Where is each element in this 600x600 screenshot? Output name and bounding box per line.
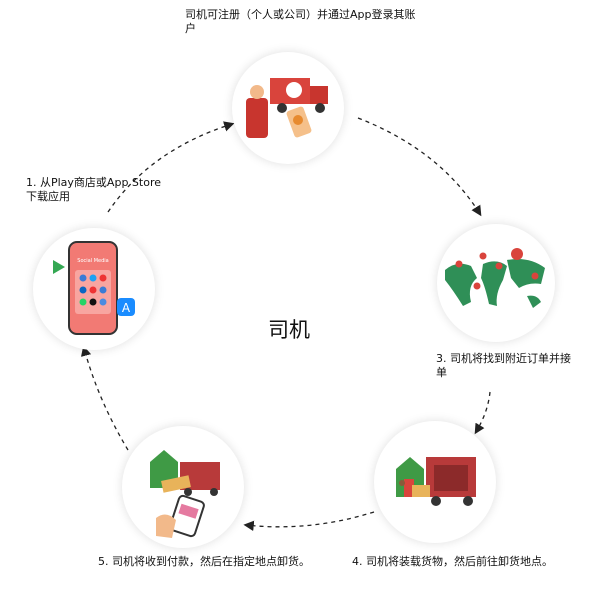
map-illustration [437, 224, 555, 342]
truck-driver-icon [246, 78, 328, 138]
step-get-paid-label: 5. 司机将收到付款，然后在指定地点卸货。 [98, 555, 310, 568]
svg-text:A: A [122, 301, 131, 315]
download-illustration: Social Media A [33, 228, 155, 350]
step-register-label: 司机可注册（个人或公司）并通过App登录其账户 [185, 8, 416, 35]
arrow-map-to-load [474, 391, 491, 435]
phone-screen-title: Social Media [77, 258, 108, 264]
loading-truck-icon [396, 457, 476, 506]
step-load-goods-label: 4. 司机将装载货物，然后前往卸货地点。 [352, 555, 553, 568]
center-title: 司机 [268, 318, 310, 342]
app-store-icon [117, 298, 135, 316]
world-map-pins-icon [445, 248, 545, 308]
step-download-label: 1. 从Play商店或App Store 下载应用 [26, 176, 161, 203]
step-find-orders-label: 3. 司机将找到附近订单并接单 [436, 352, 571, 379]
arrow-load-to-pay [243, 511, 375, 532]
phone-apps-icon: Social Media A [53, 241, 135, 335]
play-store-icon [53, 260, 65, 274]
arrow-register-to-map [357, 117, 482, 217]
payment-phone-icon [150, 450, 220, 538]
load-goods-illustration [374, 421, 496, 543]
register-illustration [232, 52, 344, 164]
arrow-pay-to-download [81, 345, 129, 451]
arrow-download-to-register [107, 121, 235, 213]
payment-illustration [122, 426, 244, 548]
